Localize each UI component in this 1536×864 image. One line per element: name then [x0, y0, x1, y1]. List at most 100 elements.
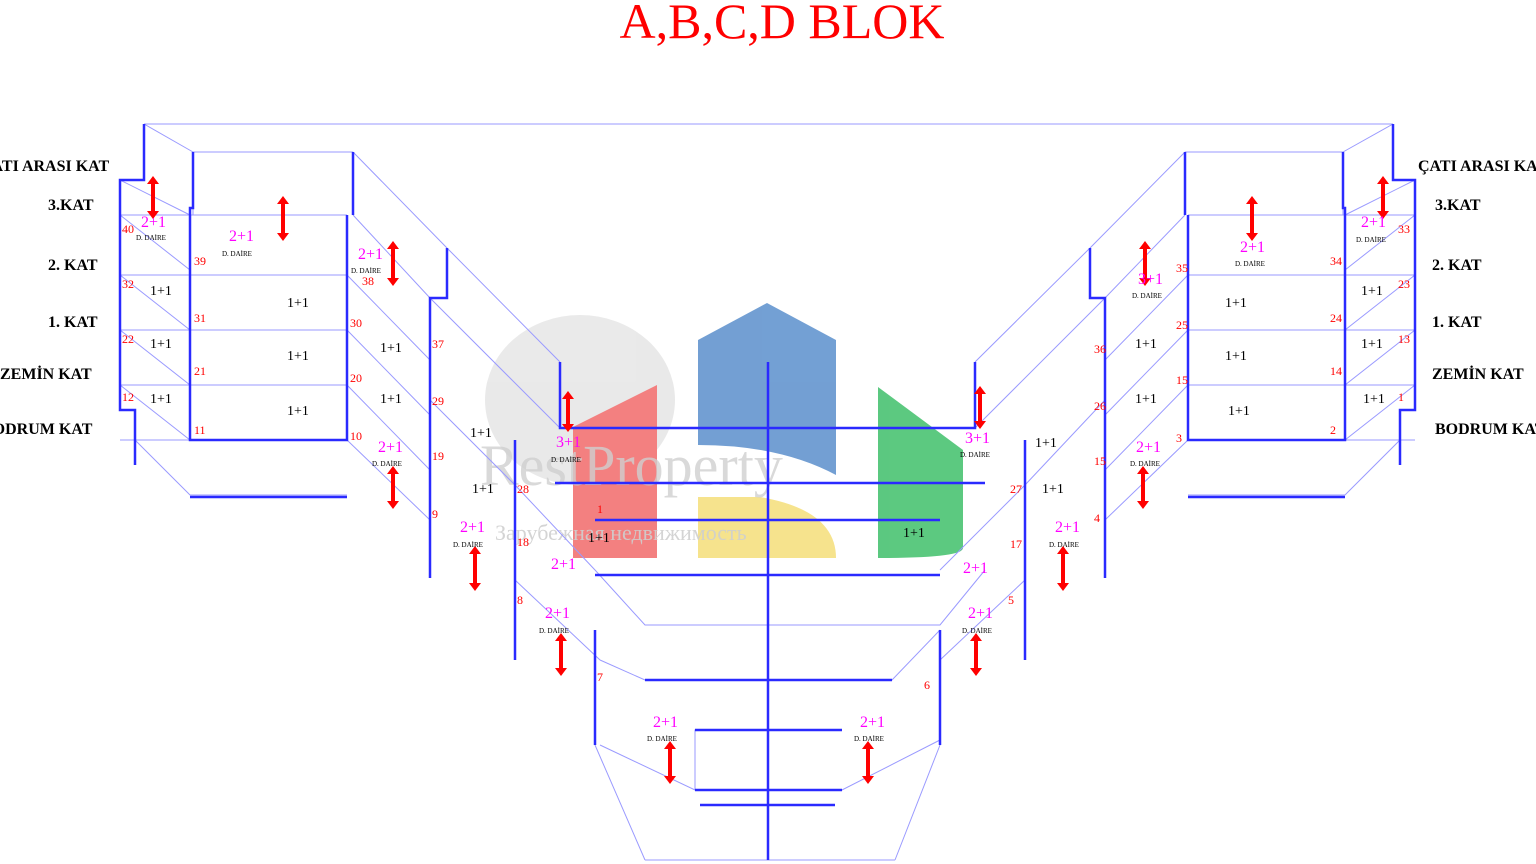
apartment-number: 31	[194, 311, 206, 325]
unit-type: 1+1	[588, 531, 610, 546]
unit-type: 1+1	[1225, 296, 1247, 311]
apartment-number: 38	[362, 274, 374, 288]
apartment-number: 2	[1330, 423, 1336, 437]
floor-label-1-left: 1. KAT	[48, 314, 98, 331]
unit-type: 1+1	[903, 526, 925, 541]
unit-types-duplex: 2+1 D. DAİRE 2+1 D. DAİRE 2+1 D. DAİRE 3…	[136, 214, 1386, 743]
apartment-number: 6	[924, 678, 930, 692]
building-walls	[118, 124, 1417, 860]
apartment-number: 5	[1008, 593, 1014, 607]
apartment-number: 23	[1398, 277, 1410, 291]
apartment-number: 3	[1176, 431, 1182, 445]
duplex-caption: D. DAİRE	[647, 735, 677, 743]
floor-label-3-right: 3.KAT	[1435, 197, 1481, 214]
duplex-caption: D. DAİRE	[1049, 541, 1079, 549]
duplex-caption: D. DAİRE	[854, 735, 884, 743]
watermark-brand: RestProperty	[480, 433, 783, 498]
duplex-caption: D. DAİRE	[453, 541, 483, 549]
unit-type: 1+1	[470, 426, 492, 441]
unit-type: 1+1	[1035, 436, 1057, 451]
apartment-number: 39	[194, 254, 206, 268]
apartment-number: 19	[432, 449, 444, 463]
watermark-tagline: Зарубежная недвижимость	[495, 520, 747, 545]
apartment-number: 32	[122, 277, 134, 291]
unit-type-duplex: 2+1	[1240, 239, 1265, 256]
unit-type: 1+1	[380, 341, 402, 356]
unit-type: 1+1	[1228, 404, 1250, 419]
apartment-number: 9	[432, 507, 438, 521]
apartment-number: 8	[517, 593, 523, 607]
apartment-number: 40	[122, 222, 134, 236]
apartment-number: 20	[350, 371, 362, 385]
unit-type-duplex: 2+1	[1055, 519, 1080, 536]
unit-type: 1+1	[287, 349, 309, 364]
apartment-number: 15	[1094, 454, 1106, 468]
apartment-number: 28	[517, 482, 529, 496]
unit-type: 1+1	[1042, 482, 1064, 497]
duplex-caption: D. DAİRE	[962, 627, 992, 635]
floor-label-1-right: 1. KAT	[1432, 314, 1482, 331]
unit-type-duplex: 2+1	[1136, 439, 1161, 456]
apartment-number: 35	[1176, 261, 1188, 275]
apartment-number: 33	[1398, 222, 1410, 236]
unit-type: 1+1	[380, 392, 402, 407]
apartment-number: 25	[1176, 318, 1188, 332]
apartment-number: 24	[1330, 311, 1342, 325]
unit-type-duplex: 2+1	[141, 214, 166, 231]
unit-type: 1+1	[287, 404, 309, 419]
apartment-number: 34	[1330, 254, 1342, 268]
apartment-number: 14	[1330, 364, 1342, 378]
unit-type-duplex: 2+1	[653, 714, 678, 731]
unit-type: 1+1	[1225, 349, 1247, 364]
duplex-caption: D. DAİRE	[551, 456, 581, 464]
apartment-numbers: 40 32 22 12 39 31 21 11 38 30 20 10 37 2…	[122, 222, 1410, 692]
logo-green-shape	[878, 387, 963, 558]
apartment-number: 12	[122, 390, 134, 404]
duplex-caption: D. DAİRE	[1235, 260, 1265, 268]
unit-type: 1+1	[1135, 392, 1157, 407]
apartment-number: 4	[1094, 511, 1100, 525]
unit-type-duplex: 2+1	[1361, 214, 1386, 231]
duplex-caption: D. DAİRE	[1356, 236, 1386, 244]
unit-type: 1+1	[1135, 337, 1157, 352]
unit-type: 1+1	[472, 482, 494, 497]
apartment-number: 26	[1094, 399, 1106, 413]
unit-type: 1+1	[150, 284, 172, 299]
floor-labels-left: ÇATI ARASI KAT 3.KAT 2. KAT 1. KAT ZEMİN…	[0, 158, 110, 438]
floor-label-roof-left: ÇATI ARASI KAT	[0, 158, 110, 175]
floor-label-2-left: 2. KAT	[48, 257, 98, 274]
diagram-title: A,B,C,D BLOK	[619, 0, 944, 49]
duplex-caption: D. DAİRE	[372, 460, 402, 468]
apartment-number: 10	[350, 429, 362, 443]
unit-type-duplex: 2+1	[860, 714, 885, 731]
unit-type-duplex: 3+1	[965, 430, 990, 447]
apartment-number: 22	[122, 332, 134, 346]
unit-type: 1+1	[1361, 337, 1383, 352]
unit-type-duplex: 2+1	[460, 519, 485, 536]
duplex-caption: D. DAİRE	[1130, 460, 1160, 468]
apartment-number: 29	[432, 394, 444, 408]
apartment-number: 13	[1398, 332, 1410, 346]
floor-label-3-left: 3.KAT	[48, 197, 94, 214]
unit-type-duplex: 2+1	[358, 246, 383, 263]
duplex-caption: D. DAİRE	[222, 250, 252, 258]
unit-type: 1+1	[1361, 284, 1383, 299]
floor-label-2-right: 2. KAT	[1432, 257, 1482, 274]
unit-type: 1+1	[287, 296, 309, 311]
unit-type-duplex: 3+1	[1138, 271, 1163, 288]
apartment-number: 18	[517, 535, 529, 549]
unit-type-duplex: 2+1	[229, 228, 254, 245]
apartment-number: 1	[597, 502, 603, 516]
apartment-number: 30	[350, 316, 362, 330]
apartment-number: 7	[597, 670, 603, 684]
duplex-caption: D. DAİRE	[351, 267, 381, 275]
unit-types-1plus1: 1+1 1+1 1+1 1+1 1+1 1+1 1+1 1+1 1+1 1+1 …	[150, 284, 1385, 546]
apartment-number: 36	[1094, 342, 1106, 356]
stair-arrows	[151, 180, 1385, 780]
duplex-caption: D. DAİRE	[960, 451, 990, 459]
watermark-logo: RestProperty Зарубежная недвижимость	[480, 303, 963, 558]
unit-type-duplex: 2+1	[545, 605, 570, 622]
duplex-caption: D. DAİRE	[539, 627, 569, 635]
floor-label-ground-right: ZEMİN KAT	[1432, 364, 1524, 383]
